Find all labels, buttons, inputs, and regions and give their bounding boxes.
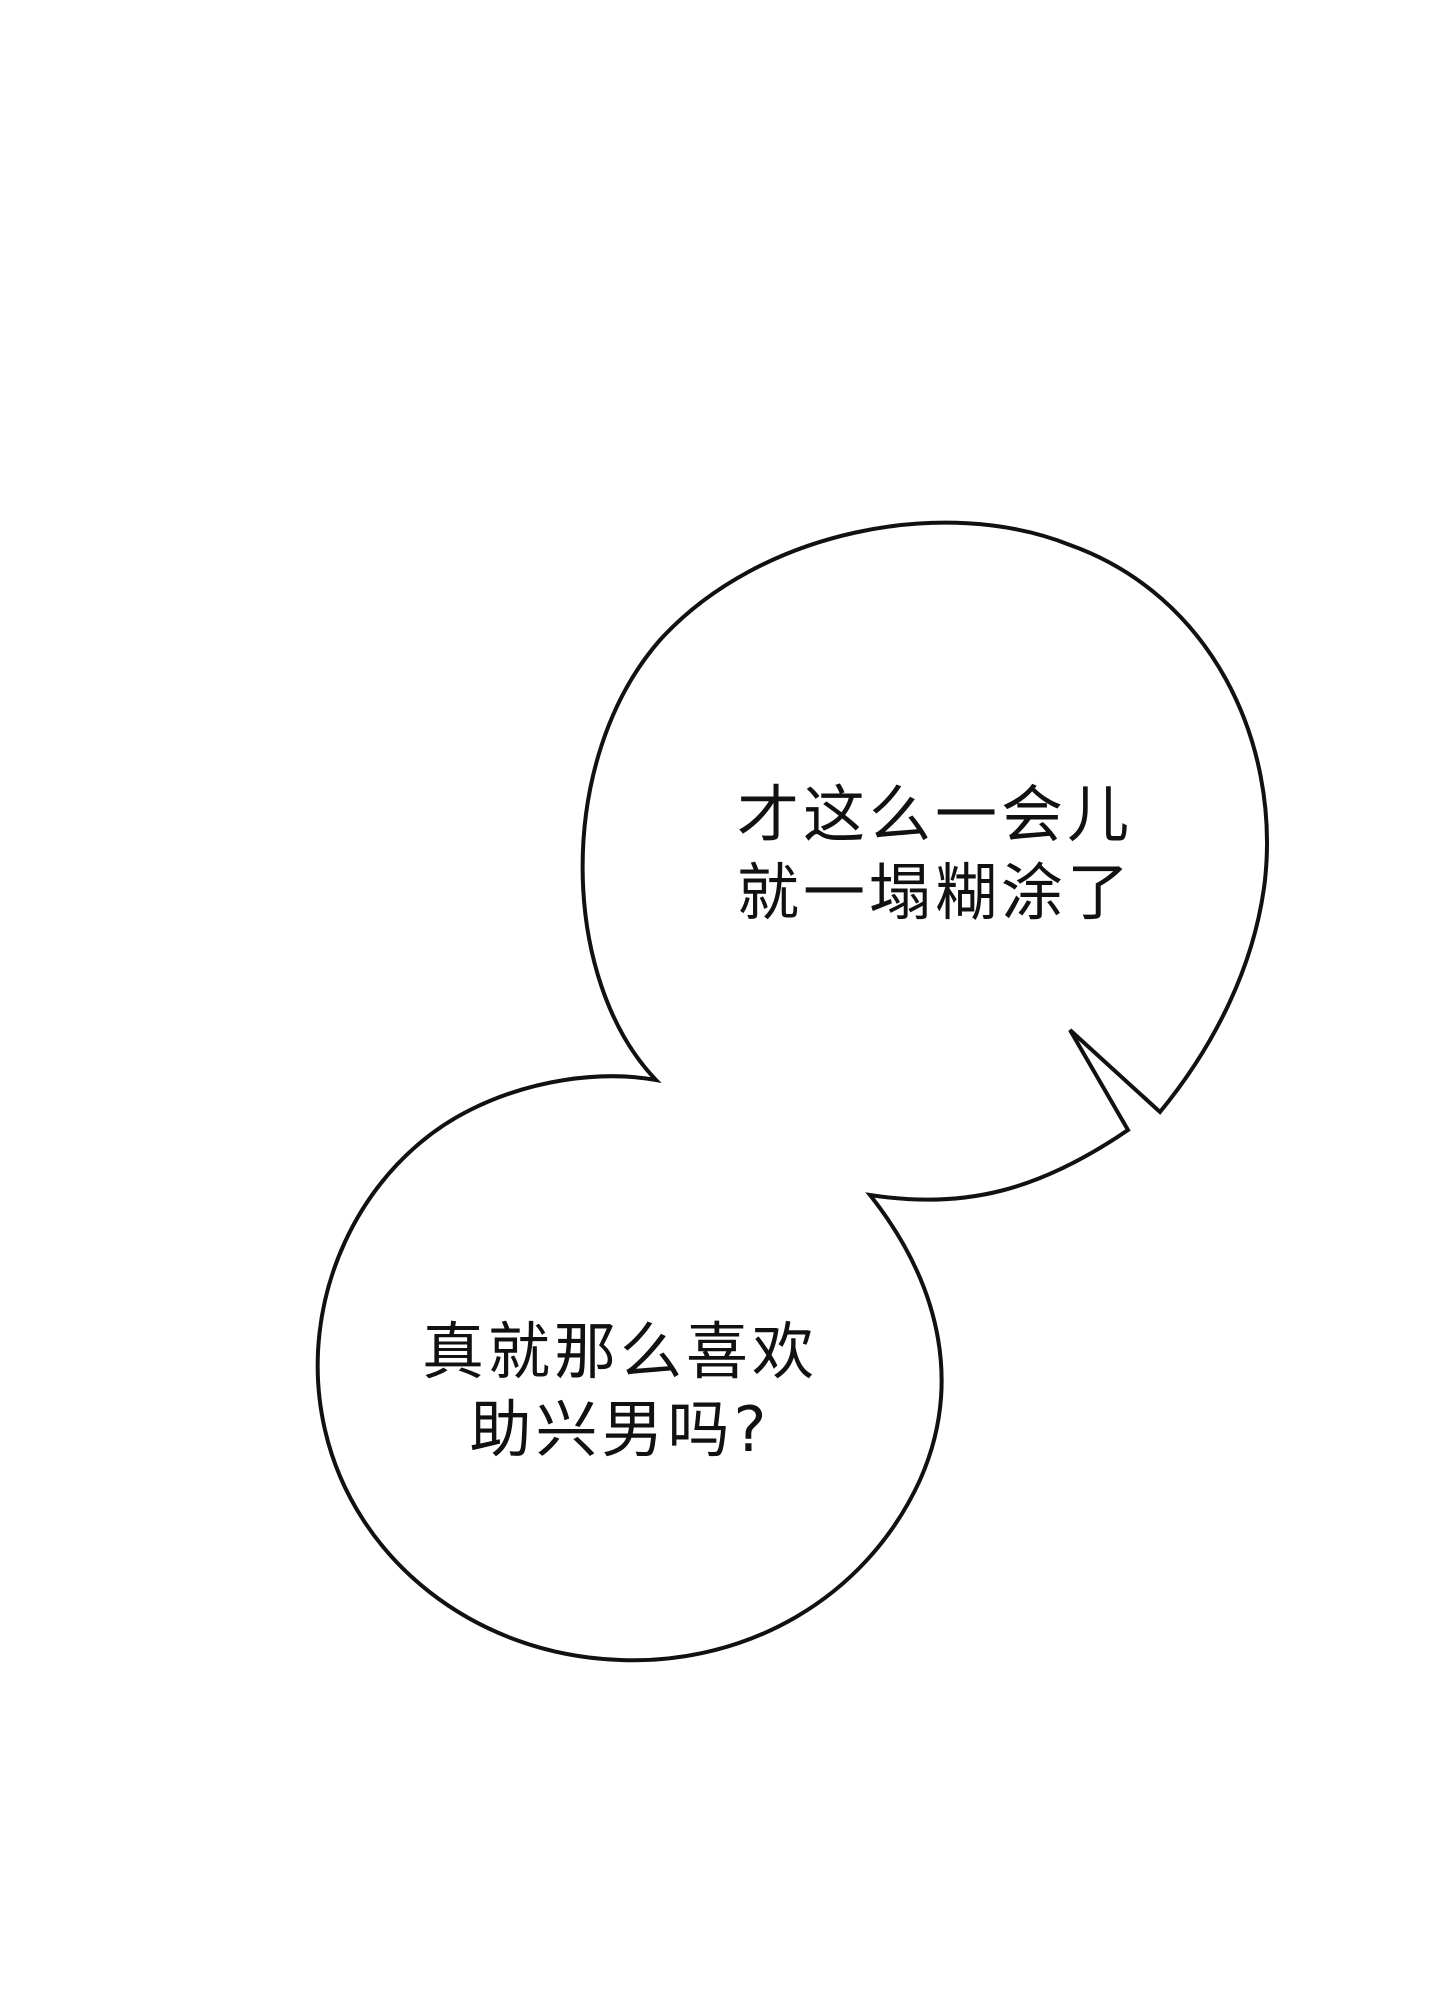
speech-line: 助兴男吗? <box>469 1393 771 1466</box>
speech-line: 才这么一会儿 <box>736 778 1133 851</box>
speech-bubble-shape <box>315 520 1269 1663</box>
speech-bubble-text-top: 才这么一会儿 就一塌糊涂了 <box>730 776 1140 932</box>
speech-line: 真就那么喜欢 <box>421 1315 818 1388</box>
speech-line: 就一塌糊涂了 <box>736 856 1133 929</box>
speech-bubble-text-bottom: 真就那么喜欢 助兴男吗? <box>410 1313 830 1469</box>
